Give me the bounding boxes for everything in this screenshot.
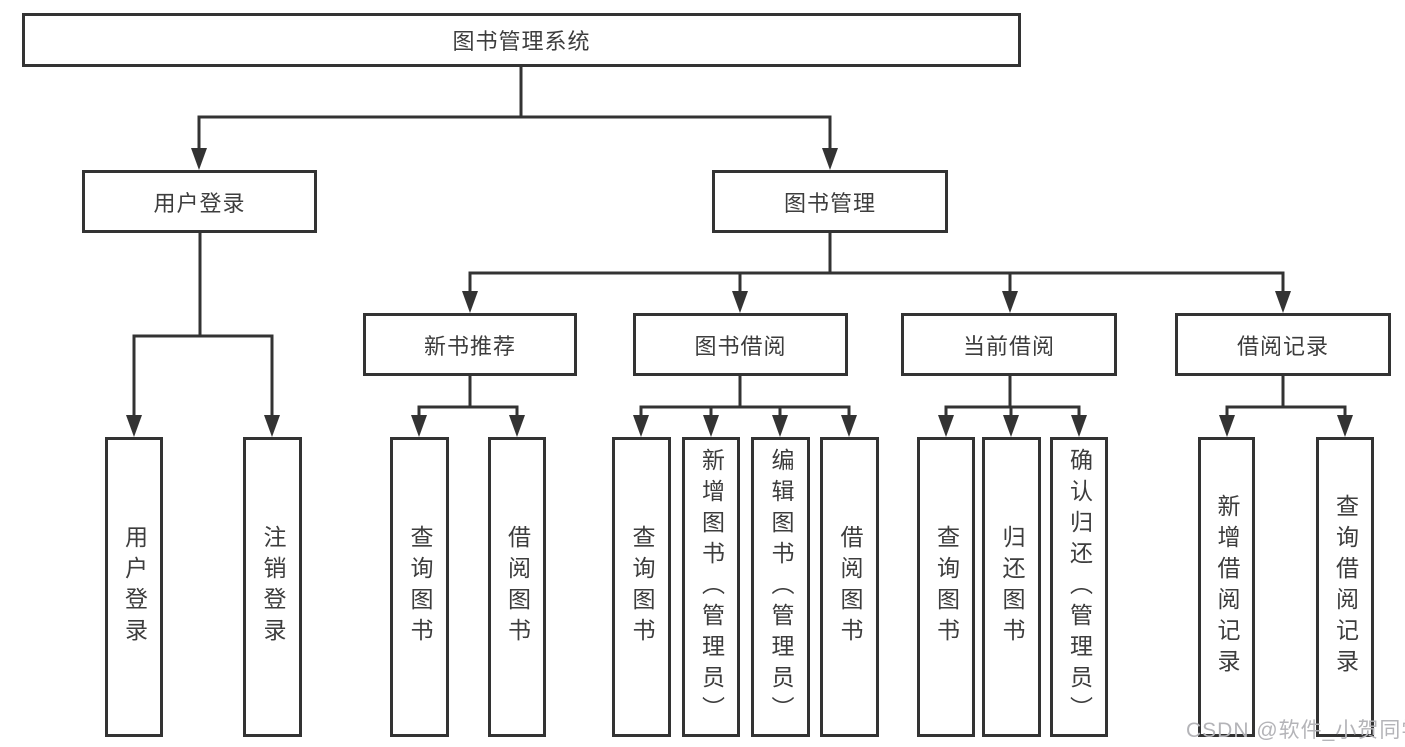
leaf-query-books-borrow: 查询图书: [612, 437, 671, 737]
leaf-query-books-current: 查询图书: [917, 437, 975, 737]
leaf-user-login: 用户登录: [105, 437, 163, 737]
node-label: 编辑图书（管理员）: [768, 447, 794, 727]
node-label: 当前借阅: [962, 333, 1055, 359]
node-label: 新增借阅记录: [1214, 494, 1240, 680]
node-user-login: 用户登录: [82, 170, 317, 233]
leaf-add-book-admin: 新增图书（管理员）: [682, 437, 740, 737]
node-new-book-recommendation: 新书推荐: [363, 313, 577, 376]
node-label: 查询图书: [933, 525, 960, 649]
node-label: 归还图书: [999, 525, 1025, 649]
csdn-watermark: CSDN @软件_小贺同学: [1186, 719, 1405, 742]
leaf-query-borrow-record: 查询借阅记录: [1316, 437, 1374, 737]
node-borrowing-records: 借阅记录: [1175, 313, 1391, 376]
leaf-edit-book-admin: 编辑图书（管理员）: [751, 437, 810, 737]
node-current-borrowing: 当前借阅: [901, 313, 1117, 376]
node-label: 借阅图书: [504, 525, 531, 649]
node-label: 新增图书（管理员）: [698, 447, 725, 727]
node-label: 借阅图书: [837, 525, 863, 649]
node-label: 查询图书: [407, 525, 433, 649]
node-label: 用户登录: [153, 190, 246, 216]
leaf-logout: 注销登录: [243, 437, 302, 737]
node-book-borrowing: 图书借阅: [633, 313, 848, 376]
node-label: 图书借阅: [694, 333, 787, 359]
leaf-borrow-books: 借阅图书: [820, 437, 879, 737]
node-label: 用户登录: [121, 525, 148, 649]
node-library-management-system: 图书管理系统: [22, 13, 1021, 67]
node-label: 查询图书: [629, 525, 655, 649]
arrowheads: [126, 148, 1353, 437]
leaf-add-borrow-record: 新增借阅记录: [1198, 437, 1255, 737]
node-label: 图书管理系统: [452, 29, 591, 54]
node-label: 注销登录: [260, 525, 286, 649]
node-book-management: 图书管理: [712, 170, 948, 233]
node-label: 图书管理: [783, 190, 876, 216]
node-label: 确认归还（管理员）: [1066, 447, 1093, 727]
node-label: 查询借阅记录: [1332, 494, 1359, 680]
node-label: 借阅记录: [1236, 333, 1329, 359]
leaf-confirm-return-admin: 确认归还（管理员）: [1050, 437, 1108, 737]
node-label: 新书推荐: [423, 333, 516, 359]
leaf-return-books: 归还图书: [982, 437, 1041, 737]
leaf-query-books-recommend: 查询图书: [390, 437, 449, 737]
leaf-borrow-books-recommend: 借阅图书: [488, 437, 546, 737]
